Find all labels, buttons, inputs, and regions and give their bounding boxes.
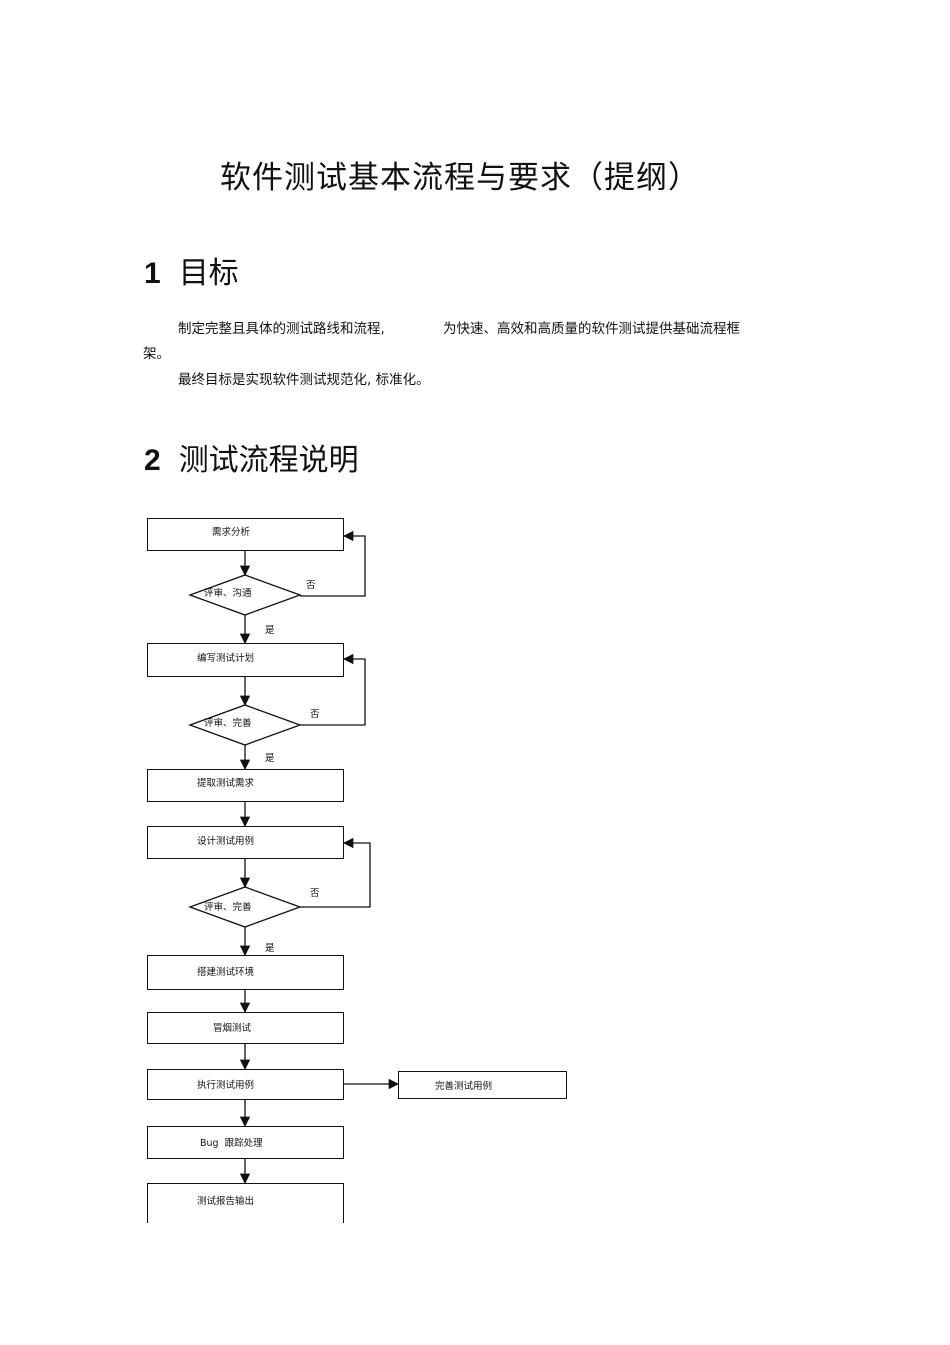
node-extract-test-requirements (147, 769, 344, 802)
node-setup-test-environment-label: 搭建测试环境 (197, 967, 255, 978)
paragraph-2: 最终目标是实现软件测试规范化, 标准化。 (178, 372, 430, 388)
review-diamond-2-label: 评审、完善 (204, 718, 252, 729)
document-title: 软件测试基本流程与要求（提纲） (220, 160, 700, 196)
edge-label-no-1: 否 (306, 580, 316, 591)
review-diamond-1-shape (188, 574, 302, 616)
node-execute-test-cases-label: 执行测试用例 (197, 1080, 255, 1091)
edge-label-no-3: 否 (310, 888, 320, 899)
node-smoke-test-label: 冒烟测试 (213, 1023, 252, 1034)
node-setup-test-environment (147, 955, 344, 990)
edge-label-yes-2: 是 (265, 753, 275, 764)
node-extract-test-requirements-label: 提取测试需求 (197, 778, 255, 789)
node-improve-test-cases (398, 1071, 567, 1099)
section-1-number: 1 (144, 257, 161, 290)
section-1-title: 目标 (178, 256, 239, 291)
section-2-title: 测试流程说明 (178, 443, 359, 478)
review-diamond-3-label: 评审、完善 (204, 902, 252, 913)
node-write-test-plan-label: 编写测试计划 (197, 653, 255, 664)
node-requirement-analysis-label: 需求分析 (212, 527, 251, 538)
node-design-test-cases (147, 826, 344, 859)
node-bug-tracking-label: Bug 跟踪处理 (200, 1138, 263, 1149)
node-bug-tracking (147, 1126, 344, 1159)
edge-label-yes-1: 是 (265, 625, 275, 636)
review-diamond-1-label: 评审、沟通 (204, 588, 252, 599)
node-improve-test-cases-label: 完善测试用例 (435, 1081, 493, 1092)
node-smoke-test (147, 1012, 344, 1044)
edge-label-no-2: 否 (310, 709, 320, 720)
edge-label-yes-3: 是 (265, 943, 275, 954)
node-write-test-plan (147, 643, 344, 677)
section-2-number: 2 (144, 444, 161, 477)
section-1-heading: 1 目标 (144, 248, 239, 292)
paragraph-1-line1b: 为快速、高效和高质量的软件测试提供基础流程框 (443, 321, 740, 337)
paragraph-1-line2: 架。 (143, 346, 170, 362)
node-execute-test-cases (147, 1069, 344, 1100)
node-design-test-cases-label: 设计测试用例 (197, 836, 255, 847)
paragraph-1-line1a: 制定完整且具体的测试路线和流程, (178, 321, 385, 337)
section-2-heading: 2 测试流程说明 (144, 435, 359, 479)
node-requirement-analysis (147, 518, 344, 551)
node-test-report-output (147, 1183, 344, 1223)
node-test-report-output-label: 测试报告输出 (197, 1196, 255, 1207)
